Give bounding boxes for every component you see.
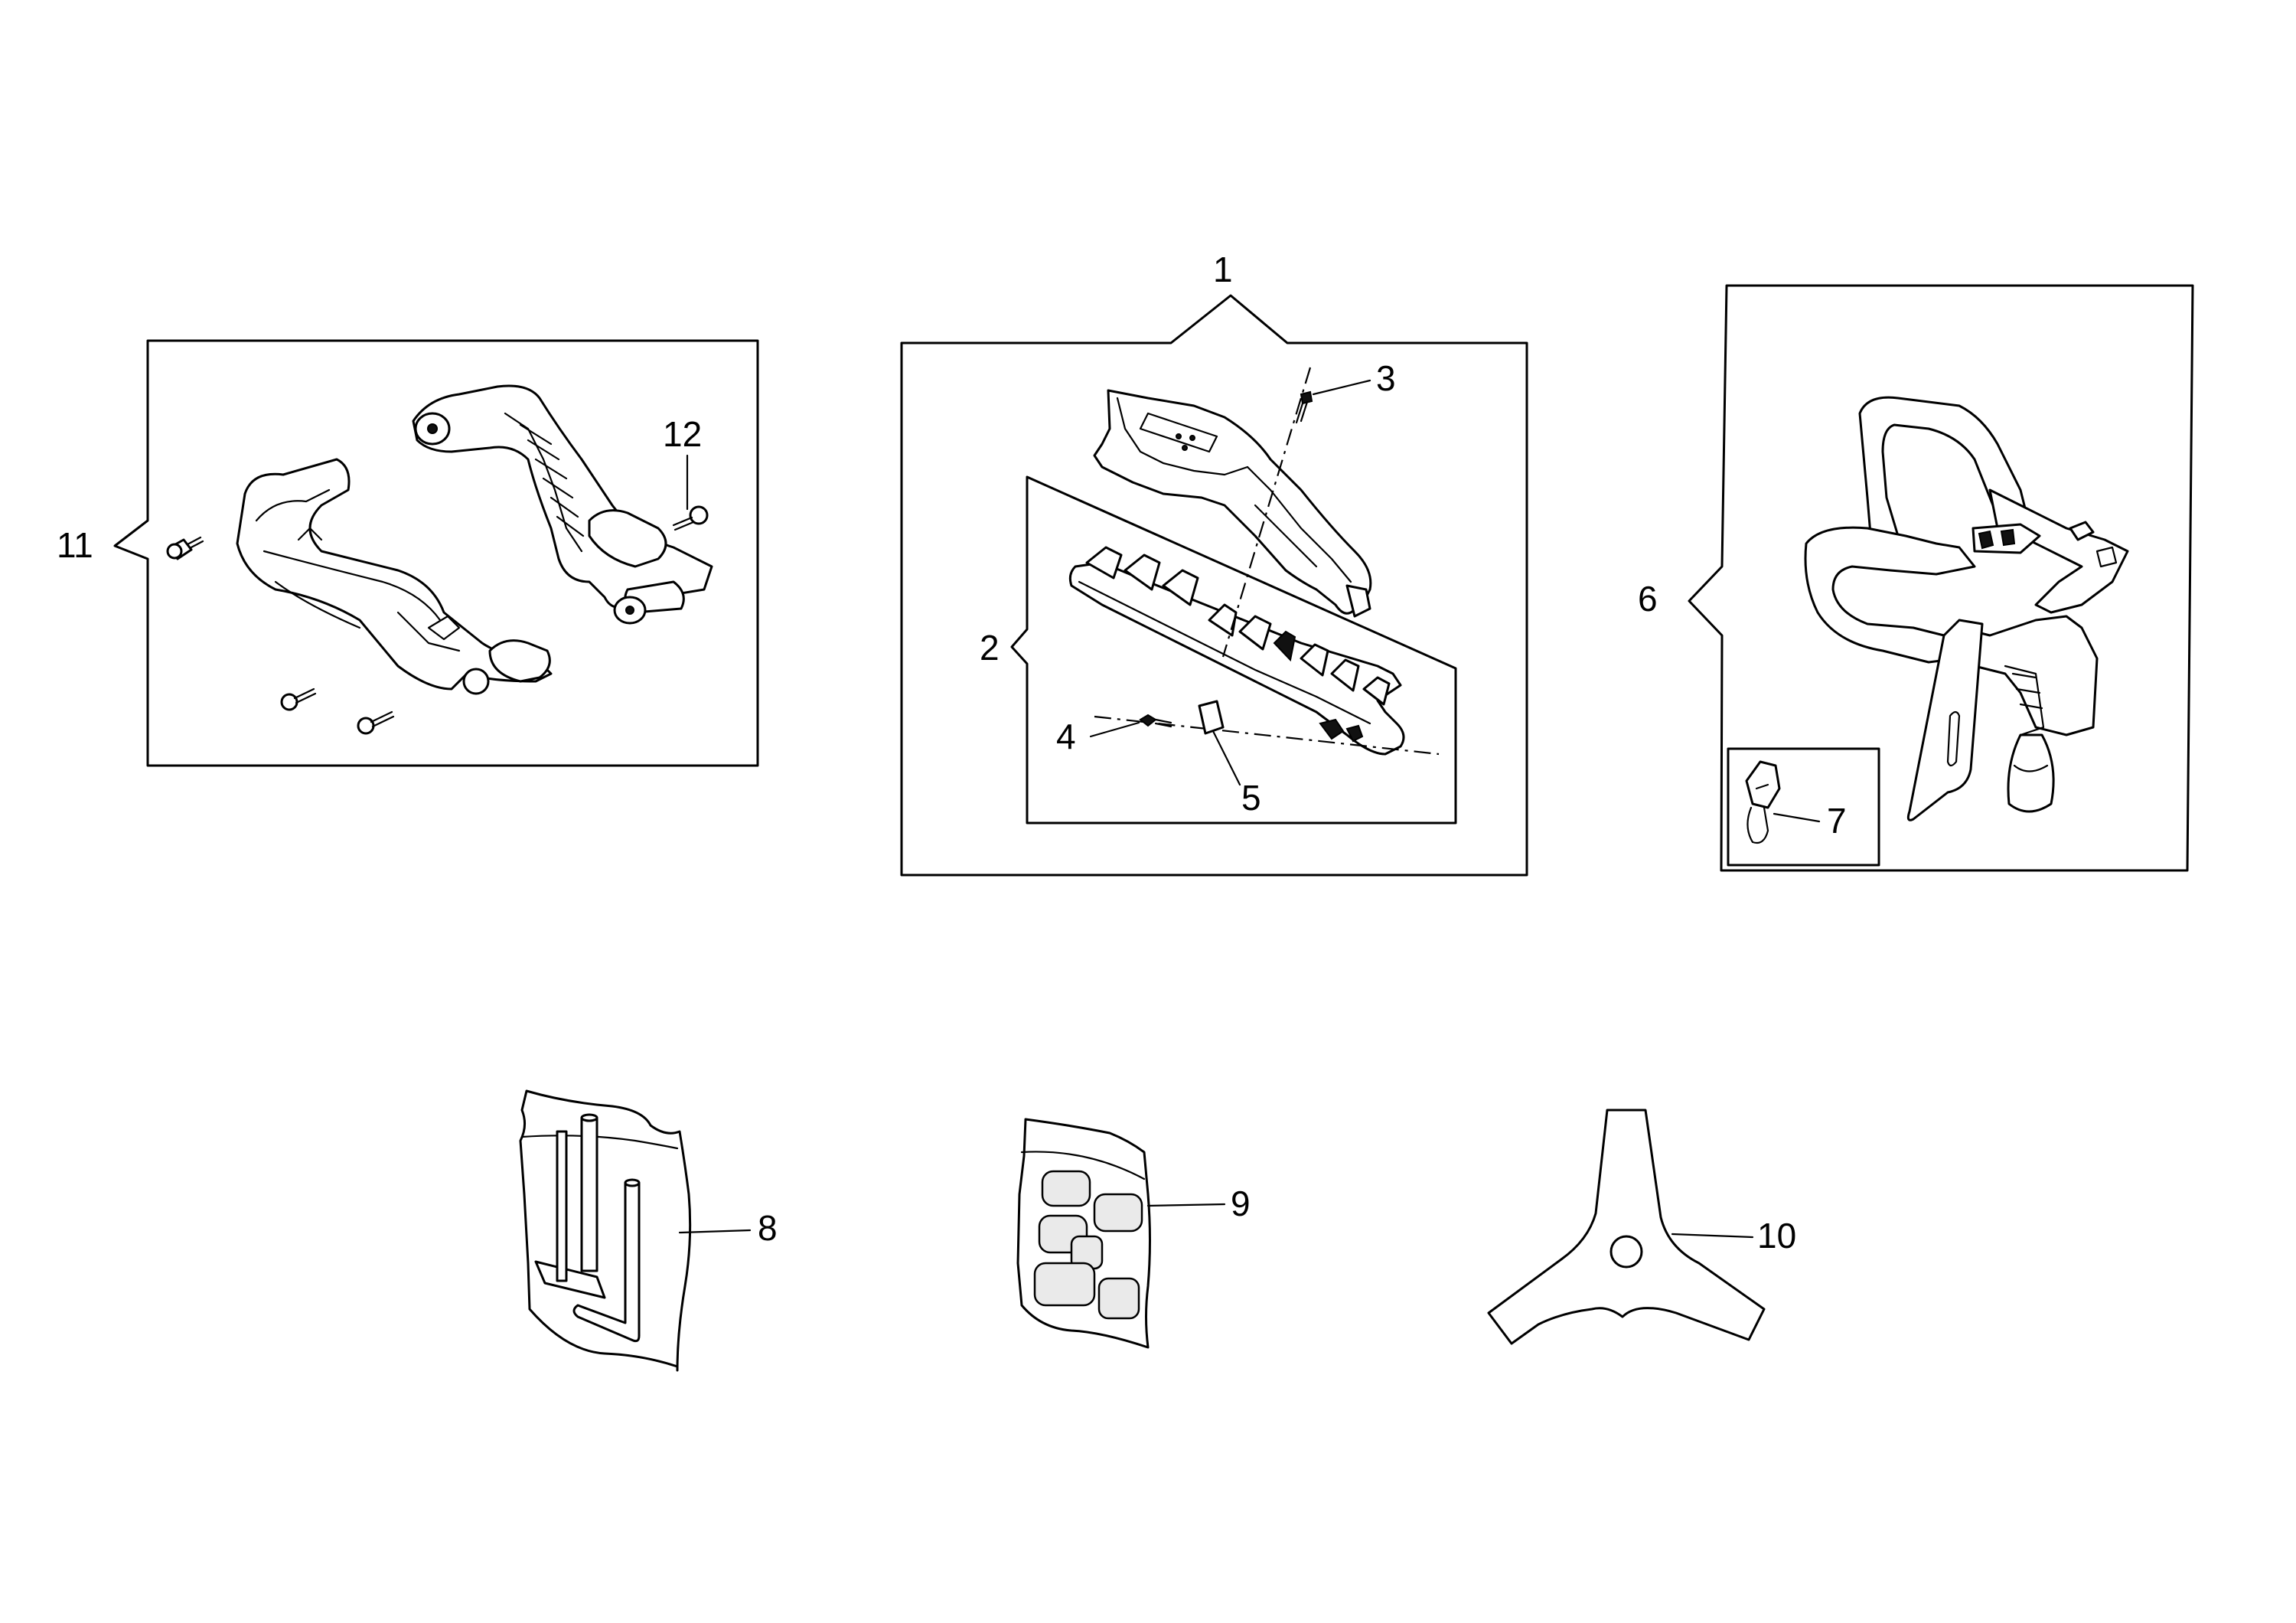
harness-frame: [1688, 284, 2194, 872]
harness-group[interactable]: 6 7: [1638, 284, 2194, 872]
callout-8: 8: [758, 1208, 778, 1248]
callout-2: 2: [980, 628, 1000, 668]
three-tooth-blade-group[interactable]: 10: [1487, 1109, 1796, 1345]
callout-6: 6: [1638, 579, 1658, 619]
handle-assembly-group[interactable]: 11 12: [57, 339, 759, 767]
guard-extension[interactable]: [1068, 546, 1405, 756]
callout-1: 1: [1213, 250, 1233, 289]
spare-part: [1033, 1262, 1096, 1307]
callout-10: 10: [1757, 1216, 1796, 1256]
spare-parts-group[interactable]: 9: [1016, 1118, 1251, 1349]
cutter-blade-5[interactable]: [1198, 700, 1241, 786]
screw-12[interactable]: [672, 454, 709, 531]
screw-4[interactable]: [1089, 714, 1172, 738]
right-handle-half[interactable]: [412, 384, 713, 625]
tool-kit-group[interactable]: 8: [519, 1089, 778, 1372]
hex-key-tool[interactable]: [534, 1130, 606, 1299]
blade-center-hole: [1609, 1235, 1643, 1269]
shoulder-harness[interactable]: [1804, 396, 2129, 821]
callout-5: 5: [1241, 778, 1261, 818]
spare-part: [1097, 1277, 1140, 1320]
l-wrench-tool[interactable]: [572, 1178, 641, 1343]
guard-extension-frame: [1010, 475, 1457, 825]
blade-guard-frame: [900, 294, 1528, 877]
harness-hook-7[interactable]: [1745, 760, 1821, 844]
callout-4: 4: [1056, 717, 1076, 756]
callout-12: 12: [663, 414, 702, 454]
left-handle-half[interactable]: [236, 458, 553, 695]
handle-screw[interactable]: [357, 710, 395, 735]
callout-9: 9: [1231, 1184, 1251, 1223]
callout-3: 3: [1376, 358, 1396, 398]
upper-guard[interactable]: [1093, 389, 1372, 618]
callout-7: 7: [1827, 801, 1847, 841]
handle-screw[interactable]: [280, 687, 317, 711]
harness-hook-inset-frame: [1727, 747, 1880, 867]
callout-11: 11: [57, 525, 93, 565]
rod-tool[interactable]: [580, 1113, 598, 1272]
screw-3[interactable]: [1295, 379, 1371, 424]
handle-screw[interactable]: [166, 536, 204, 560]
handle-assembly-frame: [113, 339, 759, 767]
three-tooth-blade[interactable]: [1487, 1109, 1766, 1345]
spare-part: [1093, 1193, 1143, 1233]
spare-part: [1041, 1170, 1091, 1207]
blade-guard-group[interactable]: 1 2 3 4 5: [900, 250, 1528, 877]
